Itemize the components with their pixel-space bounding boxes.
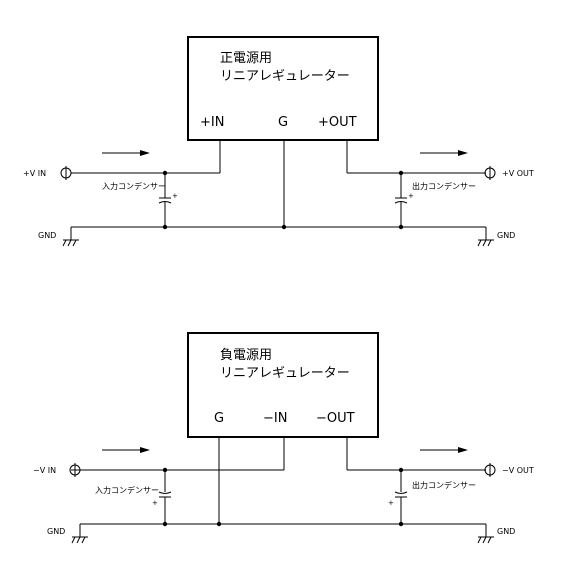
positive-input-terminal-icon xyxy=(60,166,72,180)
negative-gnd-left-icon xyxy=(71,536,88,544)
negative-junction-dot xyxy=(398,467,404,473)
positive-output-cap-label: 出力コンデンサー xyxy=(412,181,476,191)
positive-gnd-right-icon xyxy=(477,239,494,247)
positive-pin-out: +OUT xyxy=(318,115,357,130)
negative-pin-out: −OUT xyxy=(316,411,355,426)
negative-input-cap-label: 入力コンデンサー xyxy=(95,485,159,495)
positive-regulator-box xyxy=(187,36,379,141)
positive-input-arrow-icon xyxy=(102,150,150,156)
positive-input-cap-plus: + xyxy=(172,192,178,200)
positive-input-cap-plate-bottom xyxy=(158,201,172,204)
negative-gnd-right-label: GND xyxy=(497,527,515,536)
negative-output-cap-plus: + xyxy=(388,499,394,507)
positive-input-cap-label: 入力コンデンサー xyxy=(102,181,166,191)
positive-output-arrow-icon xyxy=(420,150,468,156)
negative-junction-dot xyxy=(162,467,168,473)
negative-output-label: −V OUT xyxy=(502,466,534,475)
negative-output-terminal-icon xyxy=(484,463,496,477)
positive-output-terminal-icon xyxy=(484,166,496,180)
negative-input-arrow-icon xyxy=(102,447,150,453)
positive-output-cap-plus: + xyxy=(408,192,414,200)
positive-junction-dot xyxy=(398,170,404,176)
negative-title-line1: 負電源用 xyxy=(220,348,272,363)
positive-junction-dot xyxy=(398,224,404,230)
negative-input-terminal-icon xyxy=(69,463,81,477)
negative-junction-dot xyxy=(162,521,168,527)
negative-output-cap-label: 出力コンデンサー xyxy=(412,480,476,490)
negative-regulator-box xyxy=(187,332,379,438)
positive-input-label: +V IN xyxy=(23,169,46,178)
negative-input-cap-plus: + xyxy=(152,499,158,507)
negative-pin-g: G xyxy=(214,411,224,426)
positive-title-line2: リニアレギュレーター xyxy=(220,69,350,84)
positive-regulator-circuit: 正電源用 リニアレギュレーター +IN G +OUT + 入力コンデンサー + … xyxy=(23,36,534,247)
positive-gnd-left-label: GND xyxy=(38,231,56,240)
negative-input-label: −V IN xyxy=(33,466,56,475)
negative-input-cap-plate-top xyxy=(158,491,172,494)
negative-gnd-right-icon xyxy=(477,536,494,544)
negative-title-line2: リニアレギュレーター xyxy=(220,366,350,381)
positive-gnd-left-icon xyxy=(62,239,79,247)
negative-output-arrow-icon xyxy=(420,447,468,453)
negative-output-cap-plate-top xyxy=(394,491,408,494)
negative-junction-dot xyxy=(216,521,222,527)
negative-pin-in: −IN xyxy=(263,411,287,426)
positive-gnd-right-label: GND xyxy=(497,231,515,240)
positive-pin-g: G xyxy=(278,115,288,130)
positive-output-cap-plate-bottom xyxy=(394,201,408,204)
positive-pin-in: +IN xyxy=(200,115,224,130)
positive-output-label: +V OUT xyxy=(502,169,534,178)
positive-title-line1: 正電源用 xyxy=(220,51,272,66)
positive-junction-dot xyxy=(162,170,168,176)
positive-junction-dot xyxy=(281,224,287,230)
negative-gnd-left-label: GND xyxy=(47,527,65,536)
negative-junction-dot xyxy=(398,521,404,527)
negative-regulator-circuit: 負電源用 リニアレギュレーター G −IN −OUT + 入力コンデンサー + … xyxy=(33,332,534,544)
positive-junction-dot xyxy=(162,224,168,230)
